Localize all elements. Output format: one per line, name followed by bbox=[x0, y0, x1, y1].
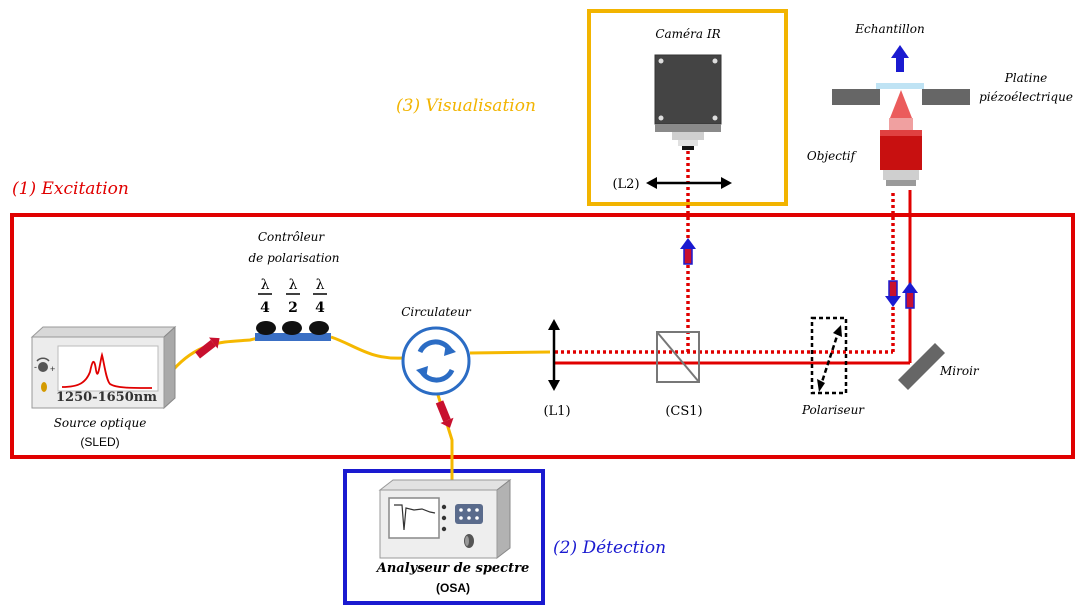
piezo-stage-icon bbox=[832, 83, 970, 118]
fiber-arrow-source bbox=[195, 337, 220, 359]
stage-label-1: Platine bbox=[1004, 71, 1048, 85]
mirror-icon bbox=[898, 343, 945, 390]
sample-up-arrow-icon bbox=[891, 45, 909, 72]
beam-arrow-up bbox=[902, 282, 918, 309]
svg-text:2: 2 bbox=[288, 300, 298, 316]
beamsplitter-icon bbox=[656, 331, 700, 383]
beam-arrow-down bbox=[885, 280, 901, 307]
svg-text:-: - bbox=[34, 362, 37, 372]
osa-name: Analyseur de spectre bbox=[375, 561, 529, 576]
waveplate-3: λ 4 bbox=[313, 277, 327, 316]
lens-l2-label: (L2) bbox=[612, 177, 639, 192]
beam-arrow-camera bbox=[680, 238, 696, 265]
detection-box bbox=[343, 469, 545, 605]
camera-ir-icon bbox=[654, 54, 722, 150]
mirror-label: Miroir bbox=[939, 364, 980, 378]
lens-l1-icon bbox=[548, 319, 560, 391]
lens-l1-label: (L1) bbox=[543, 404, 570, 419]
beamsplitter-label: (CS1) bbox=[665, 404, 702, 419]
svg-text:λ: λ bbox=[289, 277, 298, 293]
osa-instrument-icon bbox=[378, 478, 512, 560]
circulator-label: Circulateur bbox=[401, 305, 472, 319]
svg-text:+: + bbox=[50, 364, 55, 374]
stage-label-2: piézoélectrique bbox=[979, 90, 1073, 104]
visualisation-label: (3) Visualisation bbox=[396, 96, 536, 116]
controller-paddles-icon bbox=[255, 321, 331, 341]
svg-text:λ: λ bbox=[261, 277, 270, 293]
polarizer-icon bbox=[810, 316, 848, 395]
svg-text:4: 4 bbox=[315, 300, 325, 316]
detection-label: (2) Détection bbox=[553, 538, 666, 558]
polarizer-label: Polariseur bbox=[801, 403, 865, 417]
fiber-arrow-osa bbox=[435, 400, 454, 428]
camera-label: Caméra IR bbox=[655, 27, 720, 41]
excitation-label: (1) Excitation bbox=[12, 179, 129, 199]
waveplate-2: λ 2 bbox=[286, 277, 300, 316]
sample-label: Echantillon bbox=[854, 22, 924, 36]
excitation-box bbox=[10, 213, 1075, 459]
waveplate-1: λ 4 bbox=[258, 277, 272, 316]
osa-sub: (OSA) bbox=[436, 581, 470, 595]
sled-source-icon: - + bbox=[30, 325, 177, 410]
source-sub: (SLED) bbox=[80, 435, 119, 449]
svg-text:4: 4 bbox=[260, 300, 270, 316]
objective-icon bbox=[880, 118, 922, 186]
lens-l2-icon bbox=[646, 177, 732, 189]
svg-text:λ: λ bbox=[316, 277, 325, 293]
objective-label: Objectif bbox=[807, 149, 858, 163]
visualisation-box bbox=[587, 9, 788, 206]
source-name: Source optique bbox=[54, 416, 147, 430]
controller-title-1: Contrôleur bbox=[258, 230, 326, 244]
circulator-icon bbox=[401, 326, 471, 396]
source-range-label: 1250-1650nm bbox=[56, 390, 157, 405]
fiber-controller-circulator bbox=[330, 335, 404, 360]
fiber-circulator-lens bbox=[469, 350, 551, 355]
controller-title-2: de polarisation bbox=[249, 251, 340, 265]
